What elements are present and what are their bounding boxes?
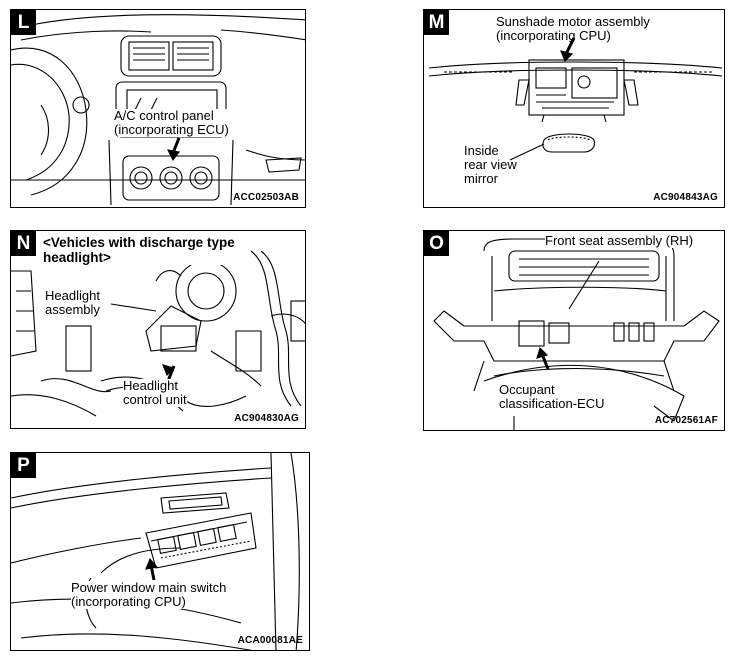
ac-control-panel-illustration bbox=[11, 14, 305, 206]
vehicle-condition-title: <Vehicles with discharge type headlight> bbox=[43, 235, 235, 265]
figure-code-l: ACC02503AB bbox=[233, 192, 299, 203]
figure-code-p: ACA00081AE bbox=[237, 635, 303, 646]
headlight-assembly-label: Headlight assembly bbox=[45, 288, 100, 317]
panel-letter-o: O bbox=[424, 231, 449, 256]
panel-p: P Power window main switch (incorporatin… bbox=[10, 452, 310, 651]
headlight-control-unit-label: Headlight control unit bbox=[123, 378, 187, 407]
ac-control-panel-label: A/C control panel (incorporating ECU) bbox=[114, 108, 229, 137]
figure-code-m: AC904843AG bbox=[653, 192, 718, 203]
panel-letter-n: N bbox=[11, 231, 36, 256]
panel-m: M Sunshade motor assembly (incorporating… bbox=[423, 9, 725, 208]
rear-view-mirror-label: Inside rear view mirror bbox=[464, 143, 517, 186]
sunshade-motor-label: Sunshade motor assembly (incorporating C… bbox=[496, 14, 650, 43]
front-seat-illustration bbox=[433, 238, 720, 430]
panel-o: O Front seat assembly (RH) Occupant clas… bbox=[423, 230, 725, 431]
panel-n: N <Vehicles with discharge type headligh… bbox=[10, 230, 306, 429]
figure-code-n: AC904830AG bbox=[234, 413, 299, 424]
power-window-switch-label: Power window main switch (incorporating … bbox=[71, 580, 227, 609]
power-window-switch-illustration bbox=[11, 453, 300, 650]
figure-code-o: AC702561AF bbox=[654, 415, 718, 426]
front-seat-assembly-label: Front seat assembly (RH) bbox=[545, 233, 694, 248]
panel-letter-m: M bbox=[424, 10, 449, 35]
panel-l: L A/C control panel (incorporating ECU) … bbox=[10, 9, 306, 208]
panel-letter-p: P bbox=[11, 453, 36, 478]
occupant-classification-ecu-label: Occupant classification-ECU bbox=[499, 382, 605, 411]
sunshade-motor-illustration bbox=[428, 37, 723, 161]
panel-letter-l: L bbox=[11, 10, 36, 35]
